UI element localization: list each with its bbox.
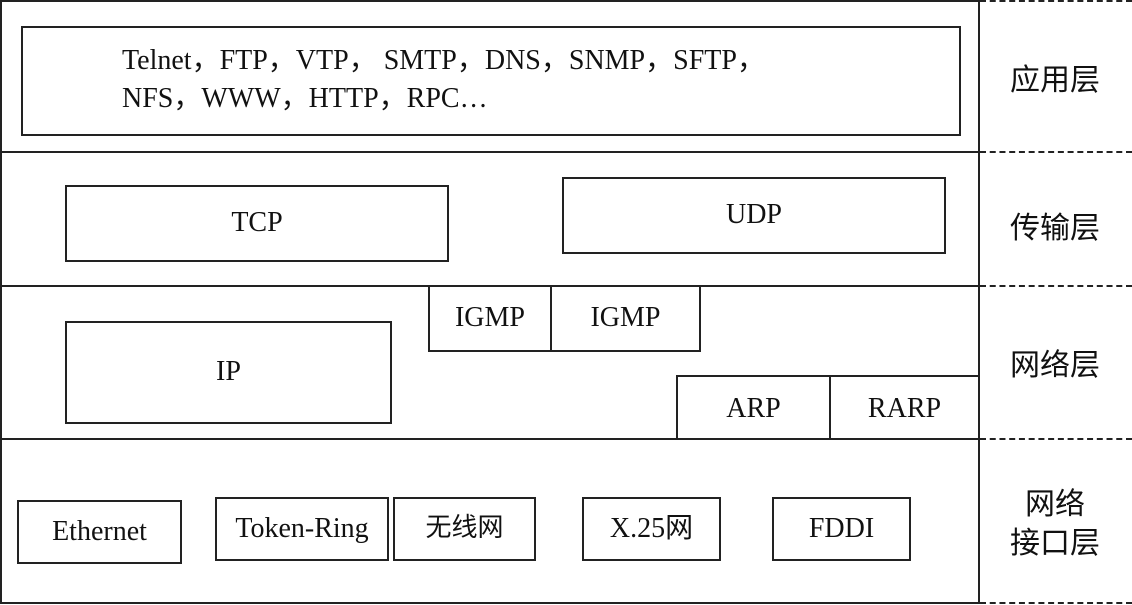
rarp-box: RARP: [829, 375, 980, 440]
network-layer-label: 网络层: [1010, 347, 1100, 383]
right-dashed-top: [978, 0, 980, 2]
dash-bottom: [980, 602, 1132, 604]
igmp-box-2: IGMP: [550, 285, 701, 352]
dash-app-transport: [980, 151, 1132, 153]
x25-network-box: X.25网: [582, 497, 721, 561]
arp-box: ARP: [676, 375, 831, 440]
udp-box: UDP: [562, 177, 946, 254]
network-interface-label-line1: 网络: [1025, 487, 1085, 522]
token-ring-box: Token-Ring: [215, 497, 389, 561]
dash-network-interface: [980, 438, 1132, 440]
network-interface-label-line2: 接口层: [1010, 526, 1100, 561]
wireless-network-box: 无线网: [393, 497, 536, 561]
transport-layer-label: 传输层: [1010, 210, 1100, 246]
tcp-box: TCP: [65, 185, 449, 262]
dash-transport-network: [980, 285, 1132, 287]
separator-network-interface: [0, 438, 980, 440]
application-protocols-line1: Telnet，FTP，VTP， SMTP，DNS，SNMP，SFTP，: [122, 45, 765, 76]
network-interface-layer-label: 网络 接口层: [978, 485, 1132, 575]
ethernet-box: Ethernet: [17, 500, 182, 564]
igmp-box-1: IGMP: [428, 285, 552, 352]
fddi-box: FDDI: [772, 497, 911, 561]
dash-top: [980, 0, 1132, 2]
application-layer-label: 应用层: [1010, 62, 1100, 98]
application-protocols-box: [21, 26, 961, 136]
application-protocols: Telnet，FTP，VTP， SMTP，DNS，SNMP，SFTP， NFS，…: [122, 42, 962, 118]
application-protocols-line2: NFS，WWW，HTTP，RPC…: [122, 83, 488, 114]
separator-app-transport: [0, 151, 980, 153]
ip-box: IP: [65, 321, 392, 424]
